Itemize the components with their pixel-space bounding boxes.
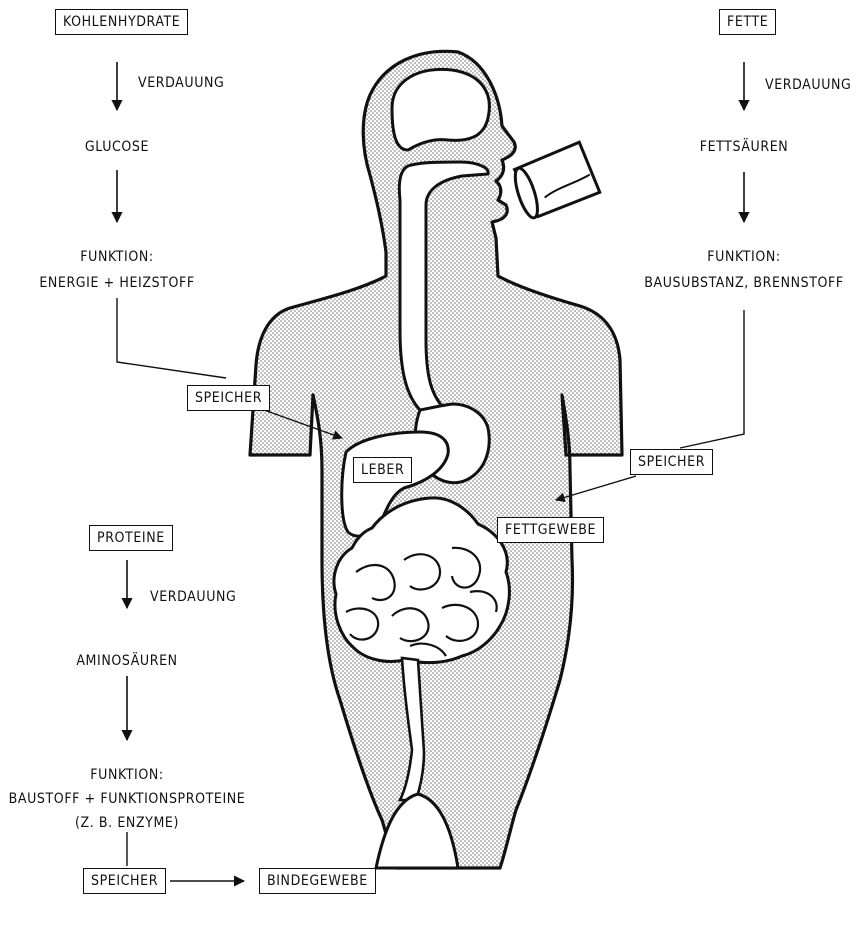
proteins-title: PROTEINE	[89, 525, 173, 551]
proteins-digestion-label: VERDAUUNG	[150, 588, 236, 606]
fats-title: FETTE	[719, 9, 776, 35]
fats-function-label: FUNKTION:	[707, 248, 780, 266]
drinking-cup	[509, 141, 601, 220]
fats-connector	[680, 310, 744, 448]
proteins-product: AMINOSÄUREN	[76, 652, 177, 670]
proteins-function-note: (Z. B. ENZYME)	[75, 814, 179, 832]
carbs-product: GLUCOSE	[85, 138, 149, 156]
proteins-function-text: BAUSTOFF + FUNKTIONSPROTEINE	[9, 790, 246, 808]
brain	[392, 69, 489, 150]
fats-digestion-label: VERDAUUNG	[765, 76, 851, 94]
carbs-function-text: ENERGIE + HEIZSTOFF	[39, 274, 194, 292]
carbs-digestion-label: VERDAUUNG	[138, 74, 224, 92]
connective-tissue-label: BINDEGEWEBE	[259, 868, 376, 894]
carbs-function-label: FUNKTION:	[80, 248, 153, 266]
fat-tissue-label: FETTGEWEBE	[497, 517, 604, 543]
fats-product: FETTSÄUREN	[700, 138, 789, 156]
carbs-title: KOHLENHYDRATE	[55, 9, 188, 35]
fats-storage: SPEICHER	[630, 449, 713, 475]
carbs-connector	[117, 298, 226, 378]
proteins-function-label: FUNKTION:	[90, 766, 163, 784]
proteins-storage: SPEICHER	[83, 868, 166, 894]
carbs-storage: SPEICHER	[187, 385, 270, 411]
liver-label: LEBER	[353, 457, 412, 483]
fats-function-text: BAUSUBSTANZ, BRENNSTOFF	[644, 274, 843, 292]
